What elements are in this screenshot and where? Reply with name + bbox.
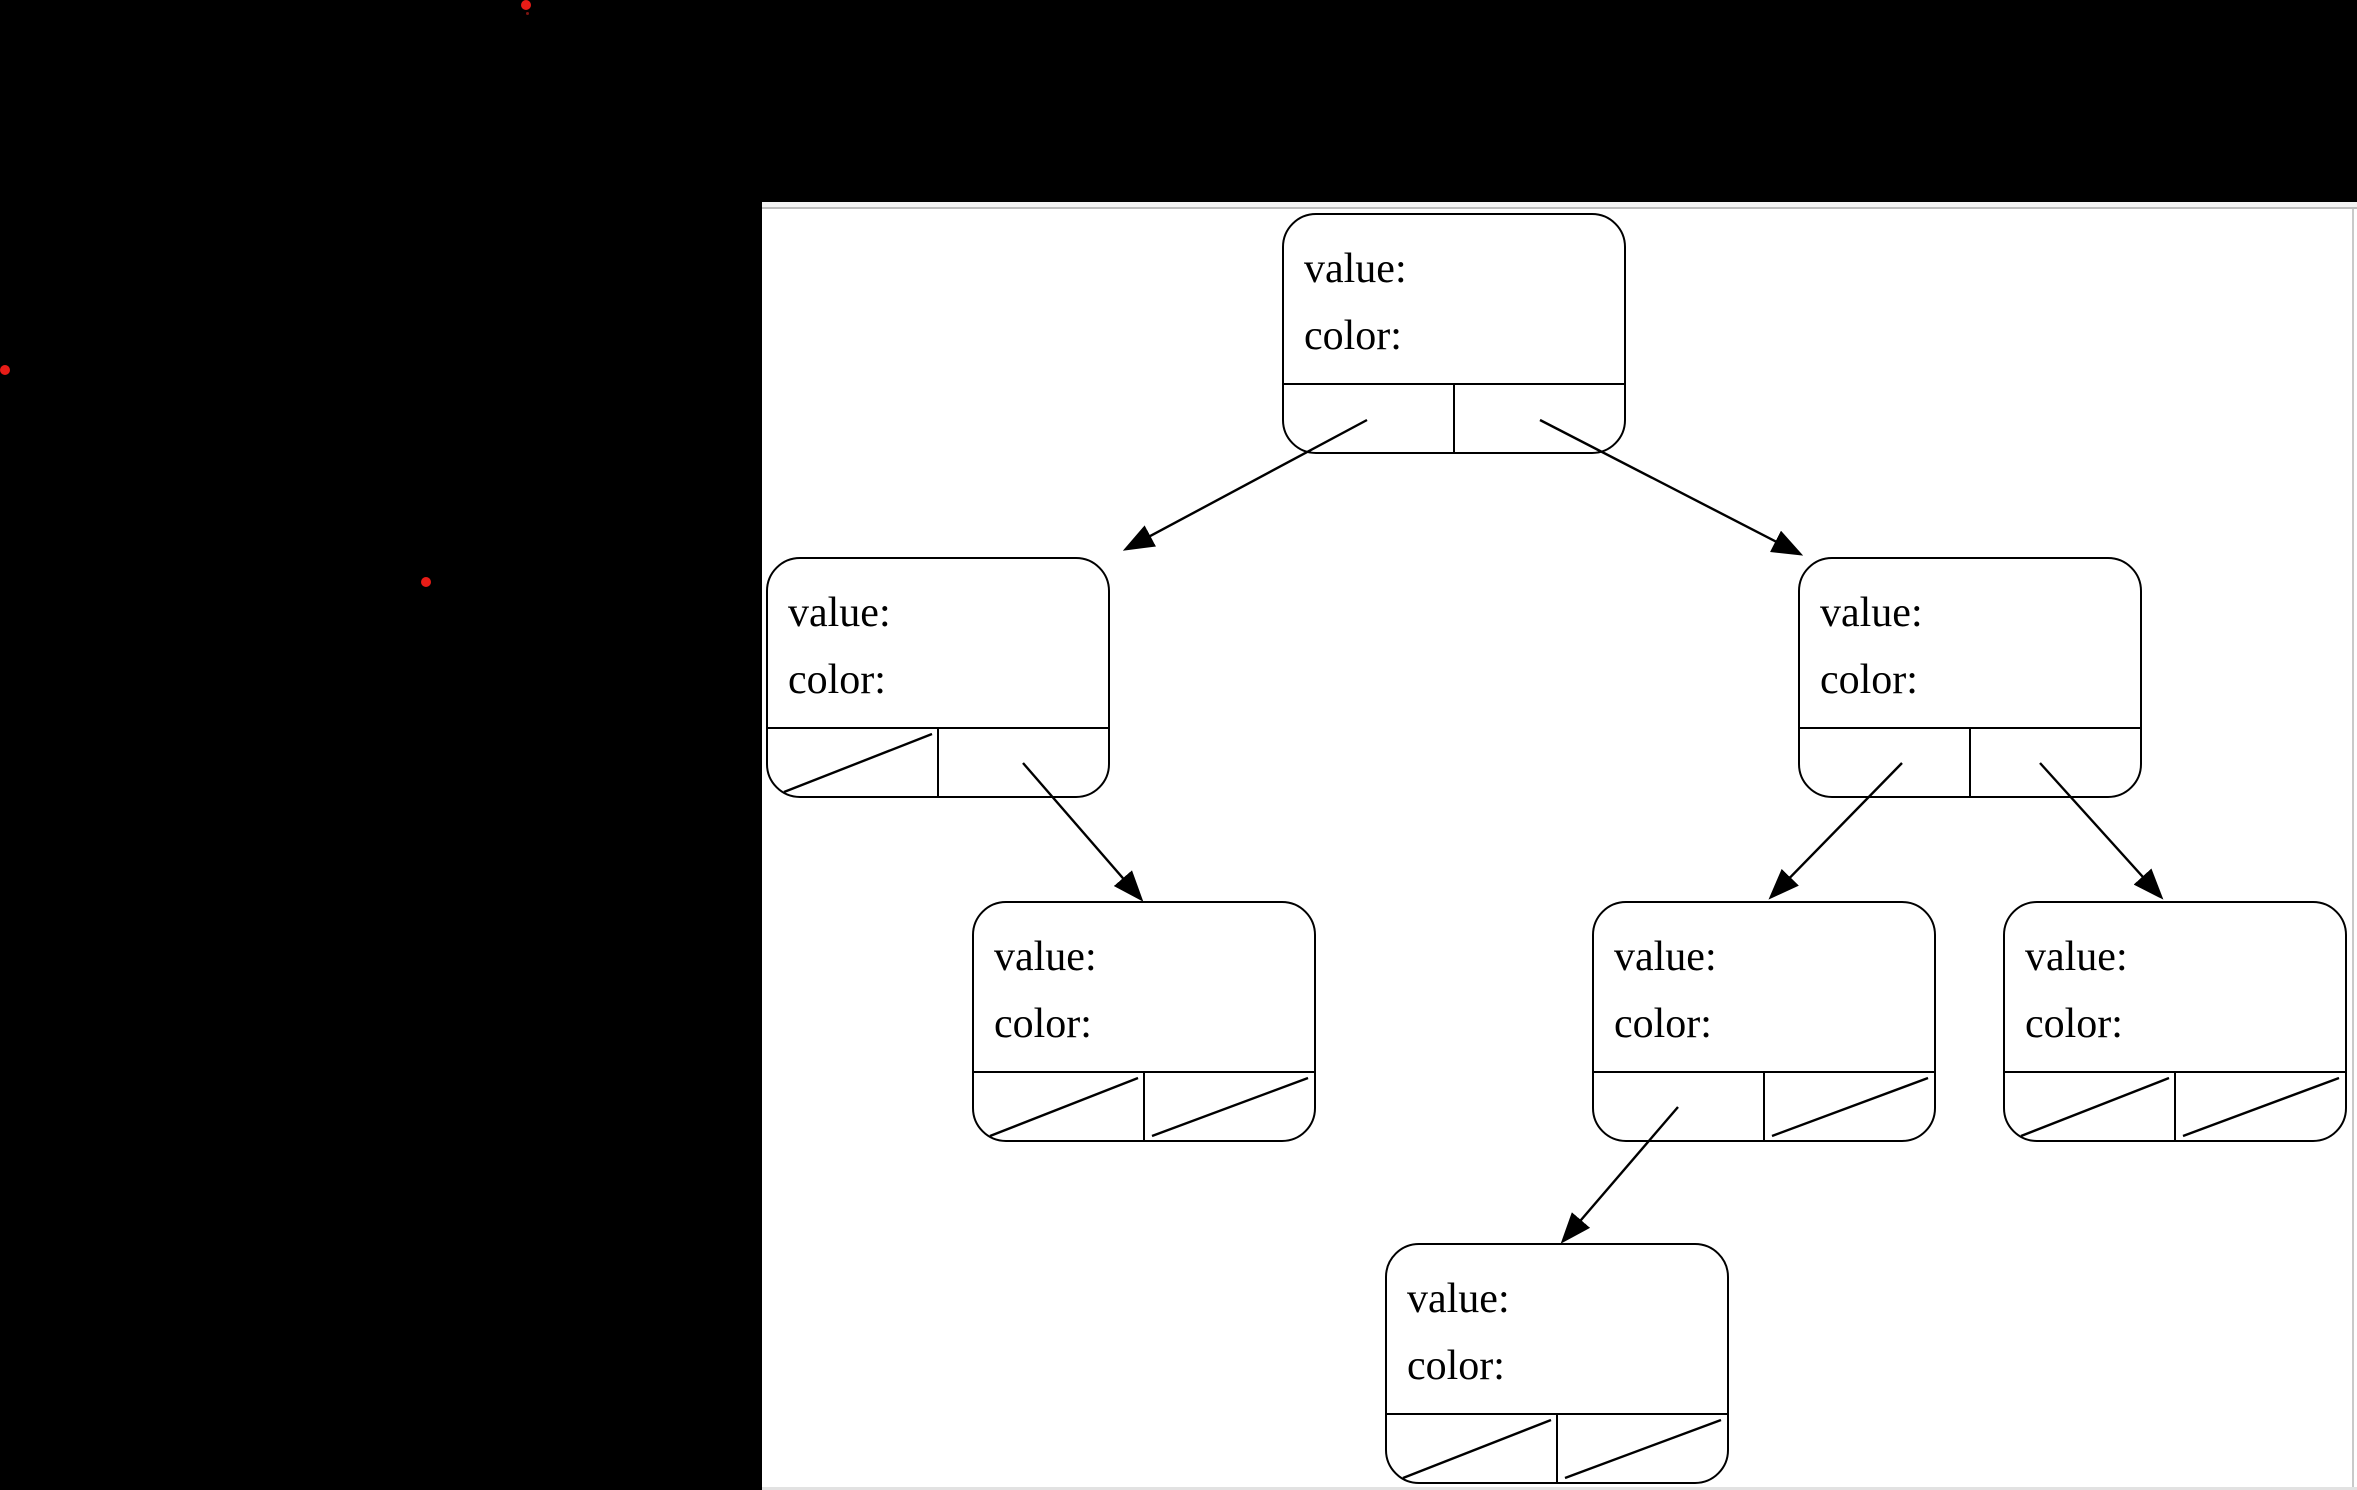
right-pointer-cell-null <box>2174 1073 2345 1140</box>
right-pointer-cell <box>1969 729 2140 796</box>
node-color-label: color: <box>2025 1001 2123 1047</box>
window-top-strip <box>762 202 2357 209</box>
tree-node-right-child[interactable]: value: color: <box>1798 557 2142 798</box>
diagram-canvas: value: color: value: color: value: c <box>762 202 2357 1490</box>
node-fields: value: color: <box>974 903 1314 1071</box>
tree-node-right-right-child[interactable]: value: color: <box>2003 901 2347 1142</box>
node-pointer-cells <box>1800 727 2140 796</box>
node-pointer-cells <box>1387 1413 1727 1482</box>
node-pointer-cells <box>768 727 1108 796</box>
node-color-label: color: <box>994 1001 1092 1047</box>
click-marker-dot <box>421 577 431 587</box>
tree-node-root[interactable]: value: color: <box>1282 213 1626 454</box>
node-pointer-cells <box>2005 1071 2345 1140</box>
node-fields: value: color: <box>1594 903 1934 1071</box>
node-color-label: color: <box>1407 1343 1505 1389</box>
left-pointer-cell <box>1800 729 1969 796</box>
right-pointer-cell-null <box>1556 1415 1727 1482</box>
right-pointer-cell <box>1453 385 1624 452</box>
window-bottom-strip <box>762 1487 2357 1490</box>
node-color-label: color: <box>788 657 886 703</box>
tree-node-left-right-child[interactable]: value: color: <box>972 901 1316 1142</box>
node-pointer-cells <box>1284 383 1624 452</box>
node-fields: value: color: <box>1800 559 2140 727</box>
node-fields: value: color: <box>1284 215 1624 383</box>
node-value-label: value: <box>1820 590 1923 636</box>
click-marker-dot <box>0 365 10 375</box>
left-pointer-cell <box>1594 1073 1763 1140</box>
node-value-label: value: <box>1304 246 1407 292</box>
node-fields: value: color: <box>1387 1245 1727 1413</box>
tree-node-bottom-child[interactable]: value: color: <box>1385 1243 1729 1484</box>
tree-node-left-child[interactable]: value: color: <box>766 557 1110 798</box>
tree-node-right-left-child[interactable]: value: color: <box>1592 901 1936 1142</box>
node-value-label: value: <box>1407 1276 1510 1322</box>
node-color-label: color: <box>1820 657 1918 703</box>
window-right-hairline <box>2352 209 2354 1490</box>
node-fields: value: color: <box>768 559 1108 727</box>
node-color-label: color: <box>1304 313 1402 359</box>
node-value-label: value: <box>1614 934 1717 980</box>
left-pointer-cell-null <box>2005 1073 2174 1140</box>
right-pointer-cell <box>937 729 1108 796</box>
node-pointer-cells <box>974 1071 1314 1140</box>
node-value-label: value: <box>994 934 1097 980</box>
left-pointer-cell-null <box>974 1073 1143 1140</box>
right-pointer-cell-null <box>1763 1073 1934 1140</box>
node-value-label: value: <box>788 590 891 636</box>
right-pointer-cell-null <box>1143 1073 1314 1140</box>
left-pointer-cell-null <box>768 729 937 796</box>
node-pointer-cells <box>1594 1071 1934 1140</box>
left-pointer-cell <box>1284 385 1453 452</box>
click-marker-dot <box>525 11 529 15</box>
node-color-label: color: <box>1614 1001 1712 1047</box>
click-marker-dot <box>521 0 531 10</box>
node-value-label: value: <box>2025 934 2128 980</box>
node-fields: value: color: <box>2005 903 2345 1071</box>
left-pointer-cell-null <box>1387 1415 1556 1482</box>
